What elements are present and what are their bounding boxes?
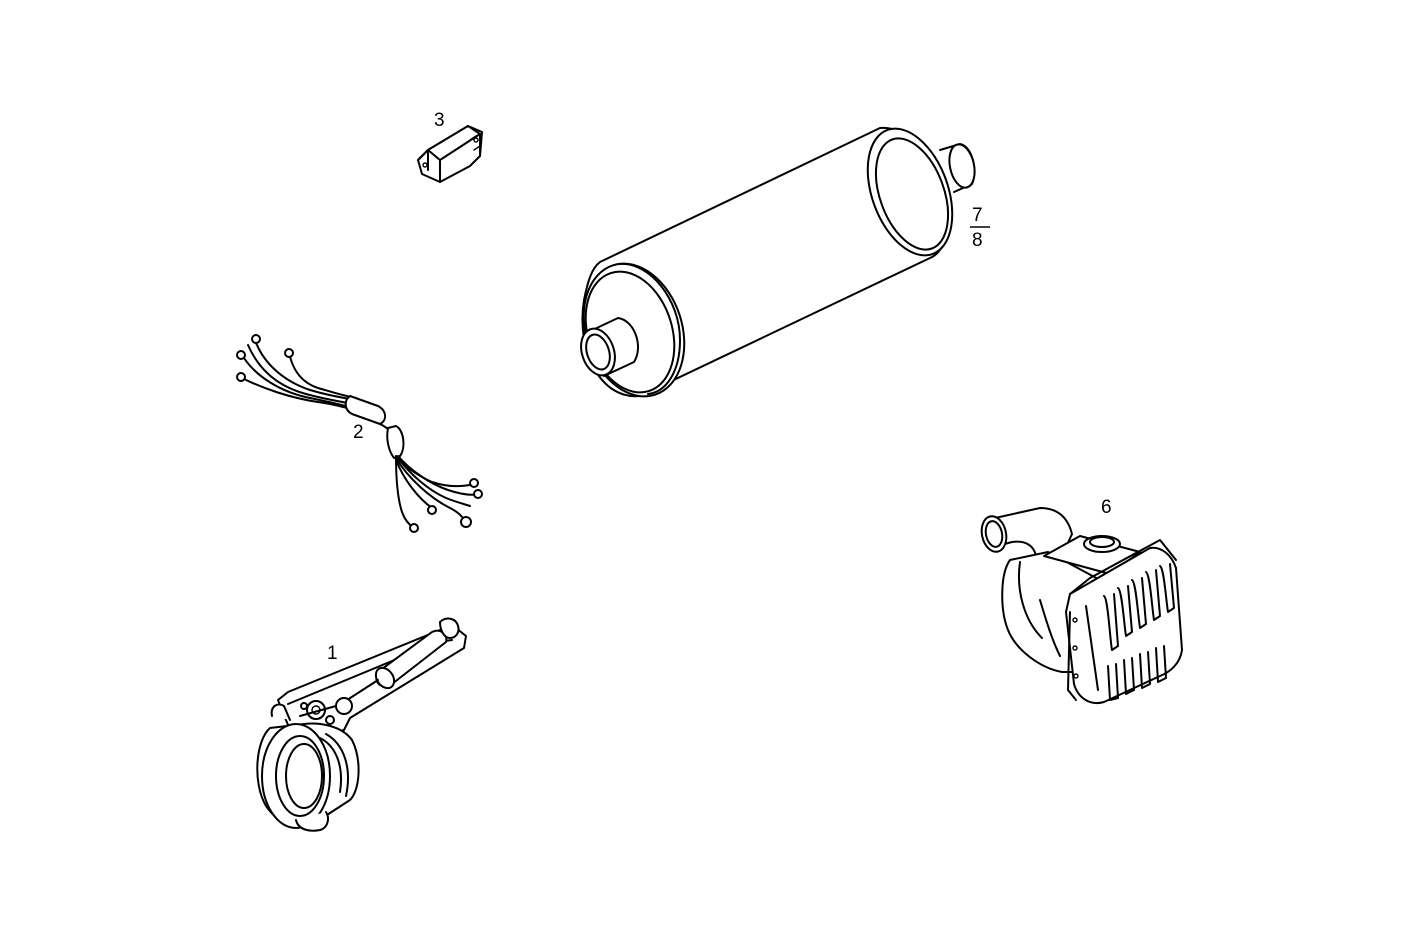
callout-7: 7 — [972, 205, 983, 226]
callout-6: 6 — [1101, 497, 1112, 518]
callout-3: 3 — [434, 110, 445, 131]
callout-8: 8 — [972, 230, 983, 251]
callout-2: 2 — [353, 422, 364, 443]
part-2-wiring-harness — [236, 334, 483, 533]
part-1-exhaust-brake — [256, 617, 467, 832]
callout-1: 1 — [327, 643, 338, 664]
part-6-heater-unit — [980, 507, 1183, 704]
part-7-8-muffler — [580, 126, 976, 398]
part-3-control-unit — [417, 125, 483, 183]
